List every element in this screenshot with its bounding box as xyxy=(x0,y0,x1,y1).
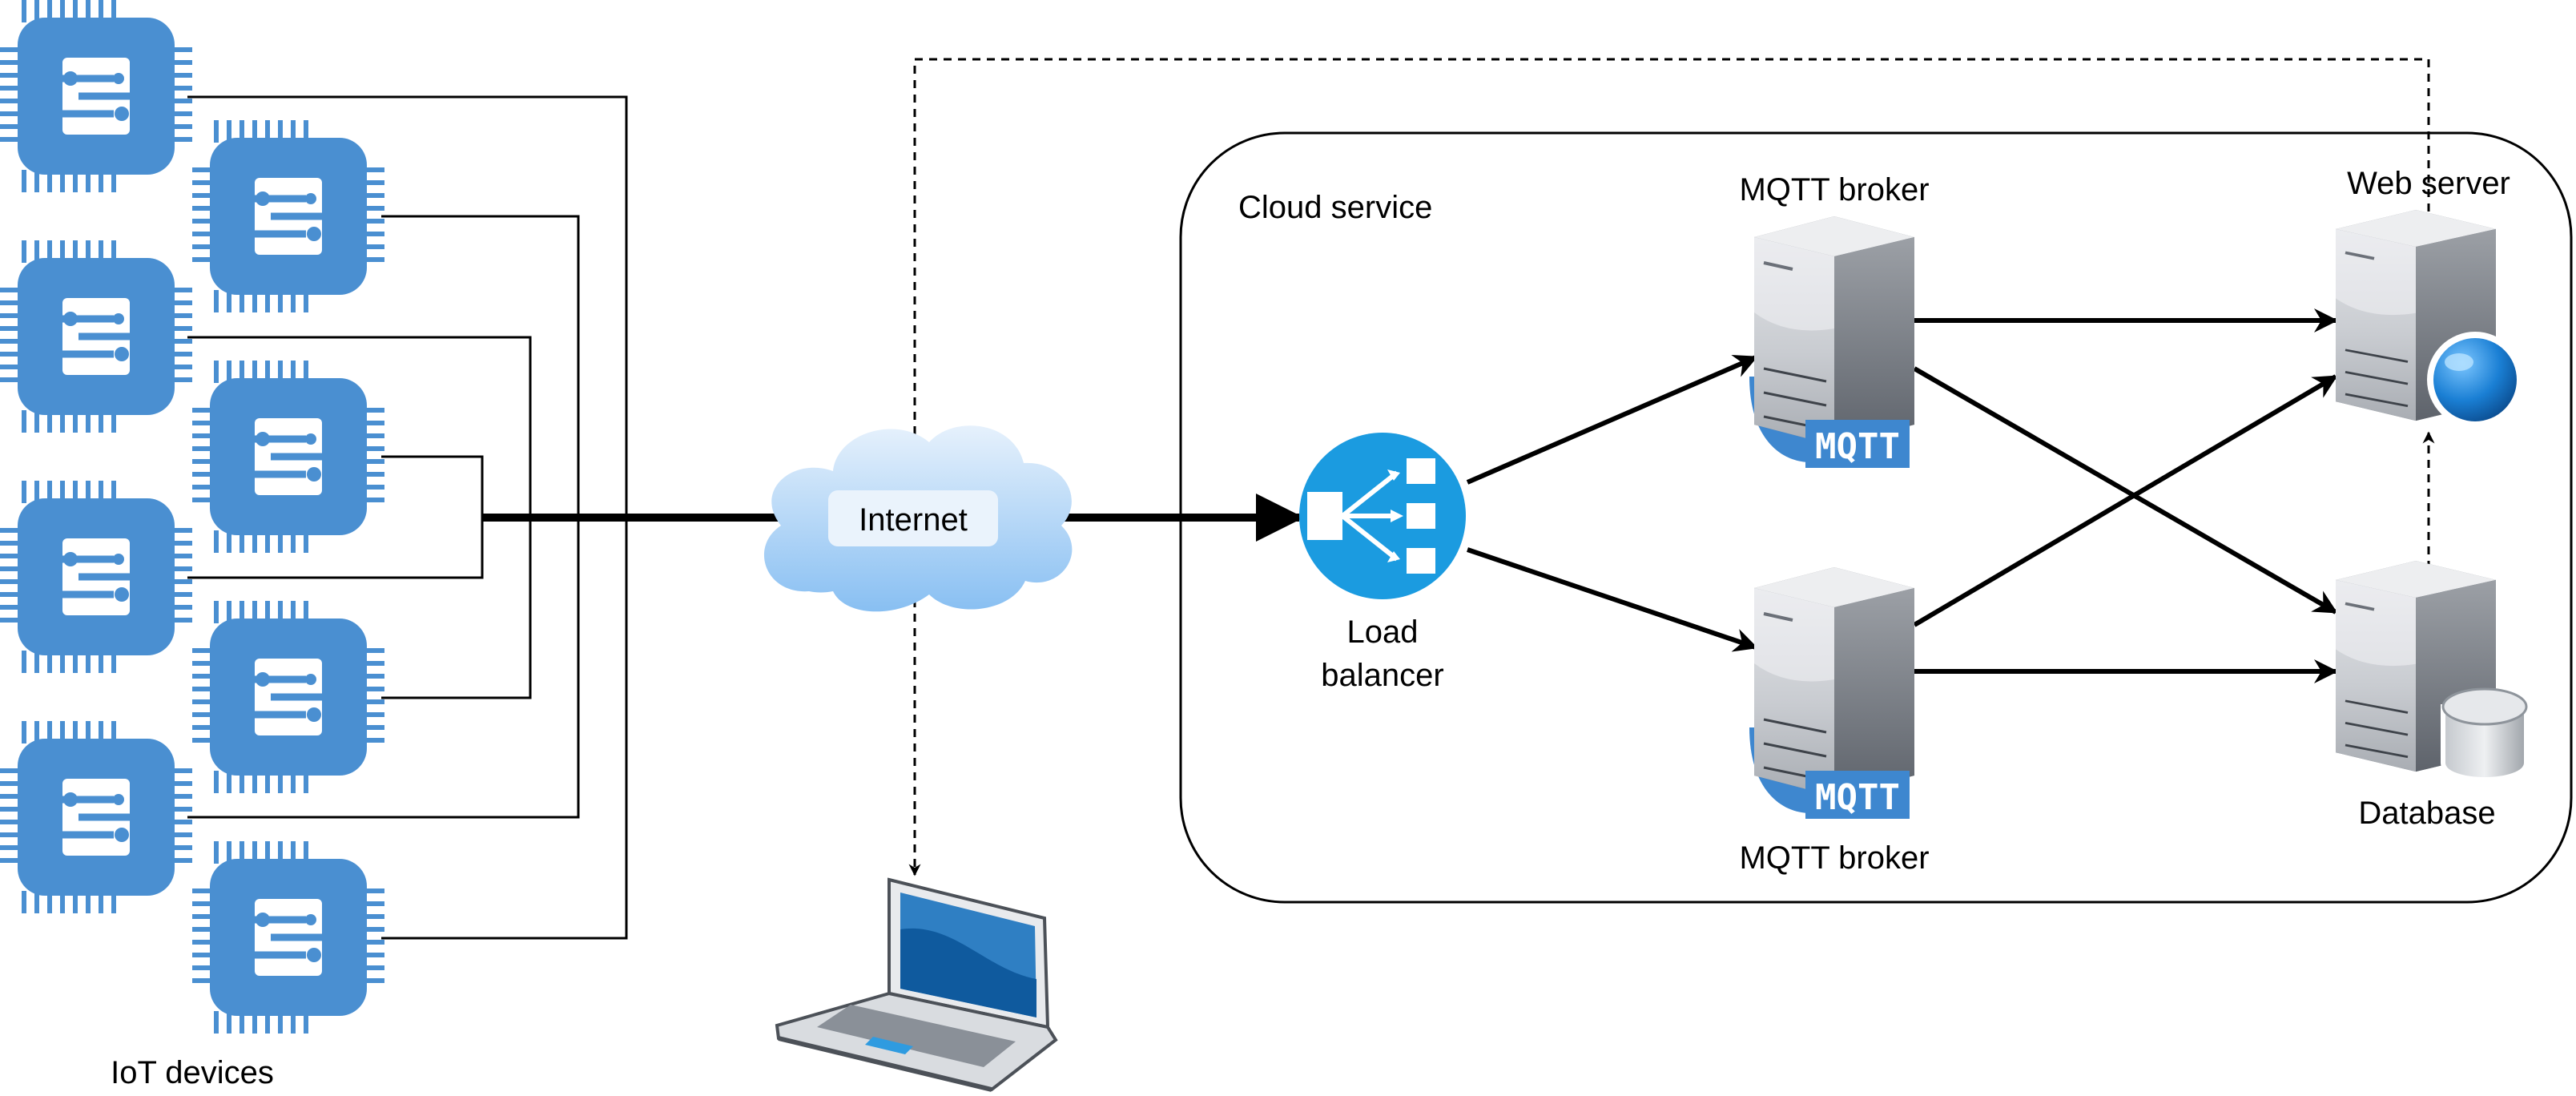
load-balancer-icon xyxy=(1299,433,1466,599)
internet-label: Internet xyxy=(859,502,968,538)
iot-device-chip-1 xyxy=(0,0,192,192)
laptop-icon xyxy=(775,877,1058,1092)
globe-icon xyxy=(2427,332,2523,428)
mqtt-broker-top-label: MQTT broker xyxy=(1739,172,1929,208)
internet-label-box xyxy=(828,490,998,546)
dashed-web-link xyxy=(908,58,2430,876)
mqtt-badge-bottom-text: MQTT xyxy=(1815,777,1900,818)
iot-device-chip-7 xyxy=(0,721,192,913)
iot-device-chip-5 xyxy=(0,481,192,673)
load-balancer-label-line1: Load xyxy=(1347,614,1419,650)
iot-device-chip-6 xyxy=(192,601,384,793)
cloud-connections xyxy=(1466,308,2338,683)
mqtt-broker-bottom-label: MQTT broker xyxy=(1739,840,1929,876)
web-server-label: Web server xyxy=(2347,166,2510,201)
database-cylinder-icon xyxy=(2441,687,2529,782)
cloud-service-label: Cloud service xyxy=(1238,190,1432,225)
mqtt-badge-bottom xyxy=(1805,771,1910,819)
iot-device-chip-4 xyxy=(192,361,384,553)
iot-device-chip-2 xyxy=(192,120,384,312)
database-label: Database xyxy=(2358,796,2495,831)
iot-device-chip-8 xyxy=(192,841,384,1034)
mqtt-badge-top xyxy=(1805,420,1910,468)
iot-devices-label: IoT devices xyxy=(111,1055,274,1090)
load-balancer-label-line2: balancer xyxy=(1321,658,1443,693)
iot-device-chip-3 xyxy=(0,240,192,433)
mqtt-badge-top-text: MQTT xyxy=(1815,426,1900,467)
